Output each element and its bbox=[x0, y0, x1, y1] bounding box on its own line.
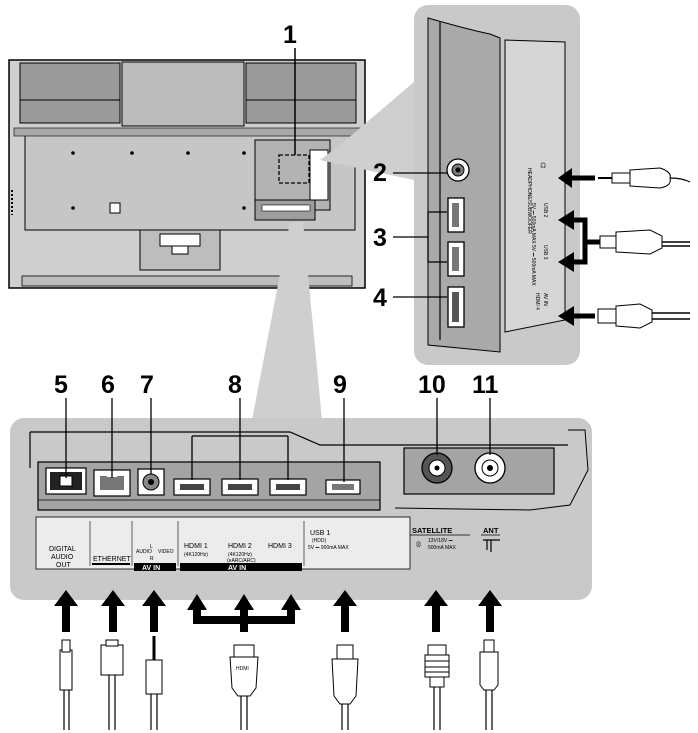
callout-5: 5 bbox=[54, 371, 68, 399]
satellite-plug-icon bbox=[424, 644, 450, 730]
label-satellite-spec-2: 500mA MAX bbox=[428, 545, 456, 551]
side-label-hdmi4: HDMI 4 bbox=[534, 293, 540, 310]
antenna-icon bbox=[483, 539, 500, 552]
bottom-plugs: HDMI bbox=[59, 636, 499, 730]
tv-rear-view bbox=[8, 59, 366, 289]
label-digital-audio-2: AUDIO bbox=[51, 554, 74, 561]
side-label-av-in: AV IN bbox=[542, 293, 548, 306]
label-hdmi2-sub2: (eARC/ARC) bbox=[227, 558, 256, 564]
side-label-usb3: USB 3 bbox=[542, 245, 548, 260]
callout-11: 11 bbox=[472, 371, 499, 399]
label-hdmi3: HDMI 3 bbox=[268, 543, 292, 550]
callout-7: 7 bbox=[140, 371, 154, 399]
usb-plug-bottom-icon bbox=[331, 644, 359, 730]
side-label-group: 🎧 HEADPHONE/SUBWOOFER USB 2 5V ⎓ 500mA M… bbox=[526, 162, 548, 310]
label-r: R bbox=[150, 556, 154, 562]
headphone-plug-icon bbox=[598, 167, 691, 189]
label-av-in-1: AV IN bbox=[142, 565, 160, 572]
label-av-in-2: AV IN bbox=[228, 565, 246, 572]
hdmi-plug-text: HDMI bbox=[236, 666, 249, 672]
antenna-plug-icon bbox=[479, 639, 499, 730]
callout-9: 9 bbox=[333, 371, 347, 399]
bottom-panel bbox=[10, 418, 592, 600]
optical-plug-icon bbox=[59, 639, 73, 730]
ethernet-plug-icon bbox=[100, 639, 124, 730]
label-satellite-spec-1: 13V/18V ⎓ bbox=[428, 538, 453, 544]
bottom-arrows bbox=[54, 590, 502, 632]
callout-10: 10 bbox=[418, 371, 446, 399]
side-label-usb3-spec: 5V ⎓ 500mA MAX bbox=[530, 245, 536, 286]
side-label-headphones: HEADPHONE/SUBWOOFER bbox=[526, 168, 532, 234]
label-hdmi2-sub: (4K120Hz) bbox=[228, 552, 252, 558]
usb-plug-icon bbox=[599, 229, 690, 255]
label-l: L bbox=[150, 544, 153, 550]
label-video: VIDEO bbox=[158, 549, 174, 555]
side-label-usb2-spec: 5V ⎓ 500mA MAX bbox=[530, 203, 536, 244]
label-hdmi1-sub: (4K120Hz) bbox=[184, 552, 208, 558]
hdmi-plug-bottom-icon: HDMI bbox=[229, 644, 259, 730]
zoom-wedge-bottom bbox=[252, 222, 322, 420]
label-satellite: SATELLITE bbox=[412, 526, 452, 535]
callout-3-leader bbox=[393, 211, 447, 263]
headphones-icon: 🎧 bbox=[540, 162, 546, 169]
label-audio: AUDIO bbox=[136, 549, 152, 555]
zoom-wedge-side bbox=[320, 82, 414, 180]
callout-8: 8 bbox=[228, 371, 242, 399]
callout-1: 1 bbox=[283, 21, 297, 49]
label-ant: ANT bbox=[483, 526, 499, 535]
callout-6: 6 bbox=[101, 371, 115, 399]
av-plug-icon bbox=[145, 636, 163, 730]
hdmi-plug-icon bbox=[597, 303, 690, 329]
label-hdmi2: HDMI 2 bbox=[228, 543, 252, 550]
satellite-dish-icon: ⛒ bbox=[416, 542, 422, 548]
label-digital-audio-3: OUT bbox=[56, 562, 72, 569]
label-ethernet: ETHERNET bbox=[93, 556, 131, 563]
callout-3: 3 bbox=[373, 224, 387, 252]
side-panel bbox=[414, 5, 580, 365]
side-label-usb2: USB 2 bbox=[542, 203, 548, 218]
arrow-usb-fork bbox=[572, 217, 600, 265]
label-usb1-sub: (HDD) bbox=[312, 538, 326, 544]
label-usb1: USB 1 bbox=[310, 530, 330, 537]
side-cables bbox=[558, 167, 691, 329]
label-usb1-spec: 5V ⎓ 900mA MAX bbox=[308, 545, 349, 551]
bottom-port-labels: DIGITAL AUDIO OUT ETHERNET AUDIO VIDEO L… bbox=[49, 526, 500, 572]
callout-4: 4 bbox=[373, 284, 387, 312]
label-digital-audio-1: DIGITAL bbox=[49, 546, 76, 553]
label-hdmi1: HDMI 1 bbox=[184, 543, 208, 550]
callout-2: 2 bbox=[373, 159, 387, 187]
